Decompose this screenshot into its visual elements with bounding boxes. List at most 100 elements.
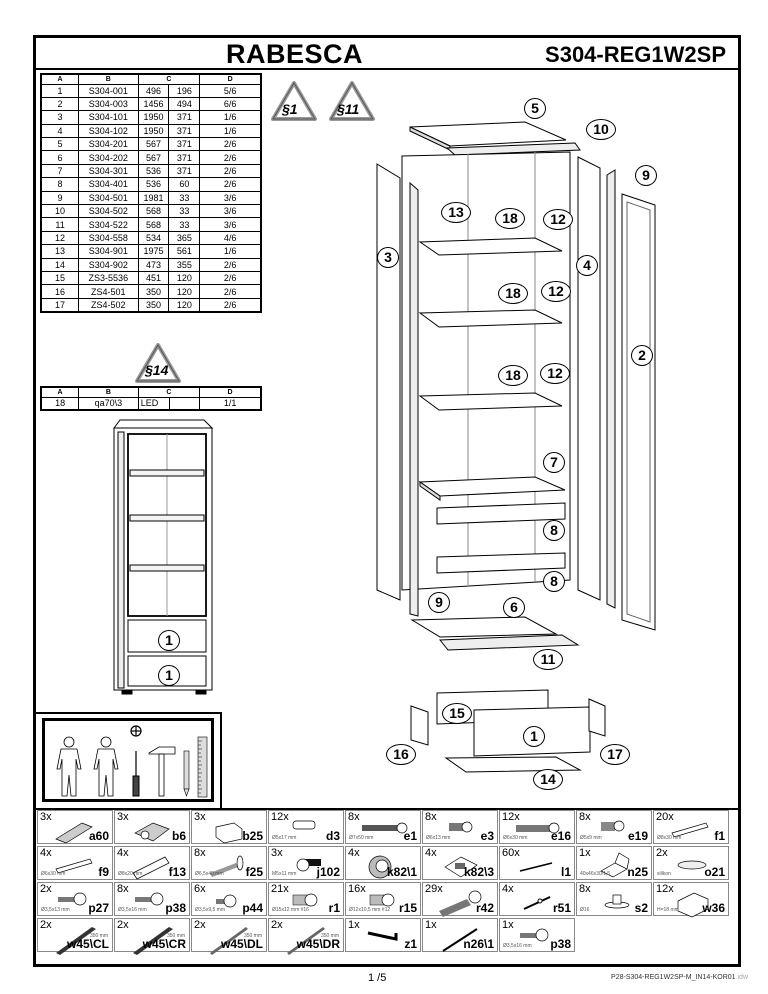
- hardware-code: j102: [316, 865, 340, 879]
- hardware-quantity: 2x: [40, 919, 52, 931]
- hardware-quantity: 4x: [348, 847, 360, 859]
- hardware-code: e1: [403, 829, 417, 843]
- hardware-quantity: 2x: [271, 919, 283, 931]
- cell-c2: 494: [168, 96, 201, 112]
- cell-c1: 568: [137, 204, 170, 219]
- part-callout: 5: [524, 98, 546, 119]
- cell-b: S304-201: [78, 137, 139, 152]
- hardware-panel: [36, 808, 738, 964]
- column-header-d: D: [199, 386, 262, 398]
- cell-d: 3/6: [199, 204, 262, 219]
- cell-b: S304-901: [78, 244, 139, 259]
- part-callout: 16: [386, 744, 416, 765]
- hardware-size: silikon: [657, 871, 671, 877]
- hardware-size: Ø3,5x13 mm: [41, 907, 70, 913]
- cell-c1: 1456: [137, 96, 170, 112]
- hardware-code: w45\CL: [66, 937, 109, 951]
- drawer-runner-thin-icon: [287, 927, 325, 955]
- column-header-b: B: [78, 386, 139, 398]
- document-id-text: P28-S304-REG1W2SP-M_IN14-KOR01: [611, 974, 736, 981]
- hardware-code: l1: [560, 865, 571, 879]
- hardware-code: w36: [702, 901, 725, 915]
- wood-screw-icon: [520, 928, 549, 942]
- hardware-size: Ø15x12 mm #16: [272, 907, 309, 913]
- table-row: 18 qa70\3 LED 1/1: [40, 396, 262, 411]
- hardware-quantity: 8x: [425, 811, 437, 823]
- hardware-size: Ø6,5x40 mm: [195, 871, 224, 877]
- hardware-quantity: 8x: [348, 811, 360, 823]
- warning-label-s14: §14: [145, 362, 169, 378]
- person-icon: [93, 736, 119, 797]
- hardware-size: Ø5x9 mm: [580, 835, 602, 841]
- warning-label-s11: §11: [337, 101, 360, 117]
- short-screw-icon: [449, 821, 473, 833]
- wood-screw-icon: [58, 892, 87, 906]
- hardware-length: 350 mm: [166, 933, 185, 939]
- hardware-code: s2: [634, 901, 648, 915]
- cam-bolt-icon: [369, 893, 395, 907]
- part-callout: 11: [533, 649, 563, 670]
- cell-c2: 33: [168, 204, 201, 219]
- hardware-quantity: 1x: [502, 919, 514, 931]
- allen-key-icon: [367, 931, 398, 941]
- cell-c1: 1950: [137, 123, 170, 139]
- hardware-quantity: 12x: [271, 811, 289, 823]
- cell-a: 4: [40, 123, 80, 139]
- cell-d: 1/6: [199, 123, 262, 139]
- cell-b: S304-502: [78, 204, 139, 219]
- hardware-quantity: 8x: [117, 883, 129, 895]
- cell-a: 12: [40, 230, 80, 246]
- coil-screw-icon: [601, 820, 625, 832]
- hardware-quantity: 2x: [117, 919, 129, 931]
- column-header-b: B: [78, 73, 139, 85]
- cell-b: S304-902: [78, 257, 139, 272]
- hardware-code: n25: [627, 865, 648, 879]
- hinge-block-icon: [215, 822, 243, 844]
- nail-icon: [519, 862, 553, 872]
- cell-a: 14: [40, 257, 80, 272]
- column-header-c: C: [137, 73, 201, 85]
- led-table: A B C D 18 qa70\3 LED 1/1: [40, 386, 262, 412]
- hardware-length: 350 mm: [320, 933, 339, 939]
- part-callout: 12: [541, 281, 571, 302]
- part-callout: 8: [543, 571, 565, 592]
- cell-d: 2/6: [199, 137, 262, 152]
- hardware-quantity: 21x: [271, 883, 289, 895]
- cell-c2: 33: [168, 190, 201, 206]
- hardware-quantity: 2x: [656, 847, 668, 859]
- hardware-code: p27: [88, 901, 109, 915]
- hardware-size: Ø6x30 mm: [503, 835, 528, 841]
- hardware-quantity: 4x: [502, 883, 514, 895]
- hardware-quantity: 6x: [194, 883, 206, 895]
- cell-d: 2/6: [199, 150, 262, 165]
- part-callout: 17: [600, 744, 630, 765]
- cell-a: 13: [40, 244, 80, 259]
- shelf-support-icon: [604, 894, 630, 909]
- part-callout: 2: [631, 345, 653, 366]
- cell-a: 7: [40, 163, 80, 179]
- part-callout: 3: [377, 247, 399, 268]
- cell-a: 3: [40, 110, 80, 125]
- hardware-size: Ø3,5x16 mm: [503, 943, 532, 949]
- cell-b: S304-401: [78, 177, 139, 192]
- wood-screw-icon: [135, 892, 164, 906]
- wood-dowel-thick-icon: [132, 856, 170, 880]
- cell-d: 1/6: [199, 244, 262, 259]
- shelf-clip-icon: [677, 892, 709, 918]
- part-callout: 8: [543, 520, 565, 541]
- hardware-size: 40x46x30/1,5: [580, 871, 611, 877]
- wood-dowel-icon: [671, 822, 709, 838]
- model-code: S304-REG1W2SP: [545, 42, 726, 67]
- cell-c1: 567: [137, 150, 170, 165]
- hardware-quantity: 1x: [348, 919, 360, 931]
